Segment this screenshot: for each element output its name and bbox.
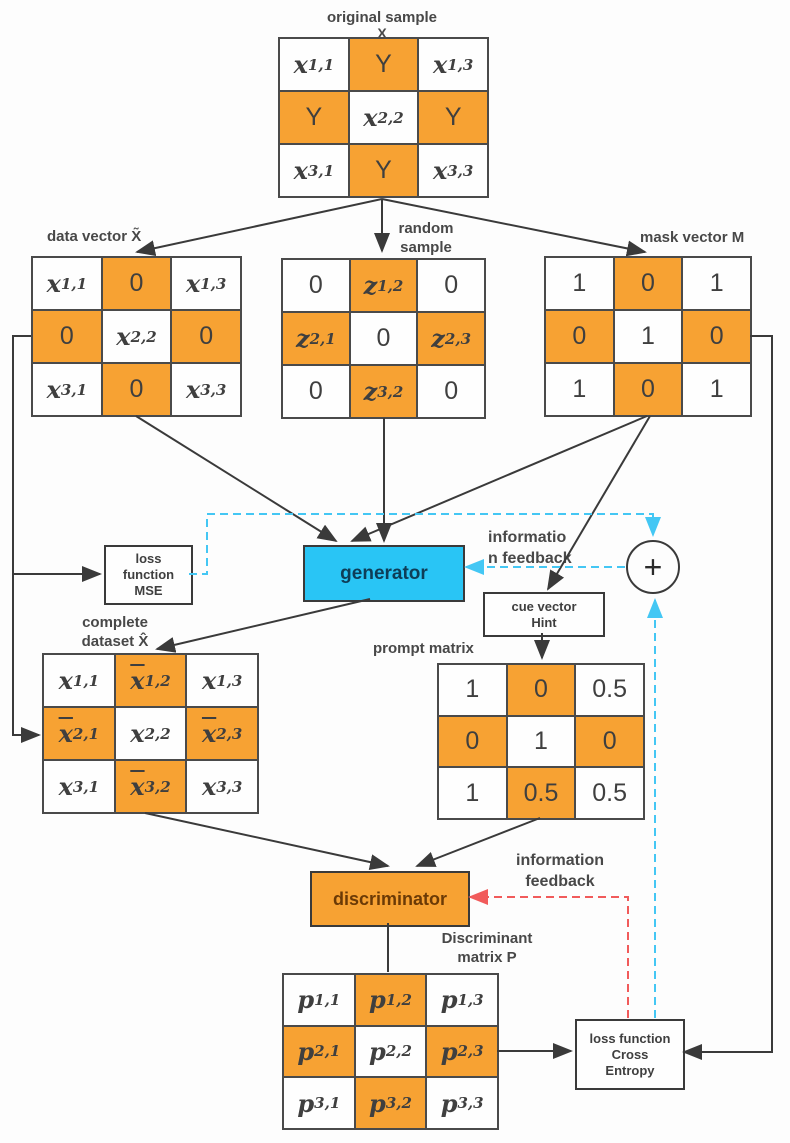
- matrix-cell: 0: [32, 310, 102, 363]
- matrix-cell: 0: [349, 312, 418, 365]
- matrix-cell: 1: [545, 363, 614, 416]
- matrix-cell: 0: [417, 365, 485, 418]
- matrix-cell: 0: [417, 259, 485, 312]
- cue-vector-hint-box: cue vector Hint: [483, 592, 605, 637]
- matrix-cell: 0: [682, 310, 751, 363]
- matrix-cell: 0.5: [575, 767, 644, 819]
- matrix-cell: 0: [613, 257, 683, 310]
- original-sample-label: original sample: [326, 9, 438, 26]
- matrix-cell: Y: [348, 144, 419, 197]
- matrix-cell: 0: [575, 715, 644, 768]
- complete-dataset-label: complete dataset X̂: [81, 614, 149, 650]
- matrix-cell: 0: [545, 310, 614, 363]
- arrow-original-to-data-vector: [135, 198, 383, 257]
- matrix-cell: 1: [438, 664, 507, 716]
- matrix-cell: 0: [506, 664, 576, 716]
- matrix-cell: 1: [682, 257, 751, 310]
- matrix-cell: Y: [348, 38, 419, 91]
- arrow-data-vector-to-generator: [135, 415, 338, 543]
- loss-function-cross-entropy-box: loss function Cross Entropy: [575, 1019, 685, 1090]
- matrix-cell: 0: [101, 257, 172, 310]
- matrix-cell: 0: [438, 715, 507, 768]
- matrix-cell: Y: [418, 91, 488, 144]
- discriminant-matrix-label: Discriminant matrix P: [441, 930, 533, 966]
- matrix-cell: 0: [171, 310, 241, 363]
- original-x-label: X: [377, 25, 387, 41]
- matrix-cell: 1: [506, 715, 576, 768]
- matrix-cell: 0: [282, 259, 350, 312]
- arrow-complete-dataset-to-discriminator: [144, 812, 390, 870]
- arrow-mask-vector-to-generator: [350, 415, 648, 542]
- matrix-cell: 1: [613, 310, 683, 363]
- matrix-cell: 0: [282, 365, 350, 418]
- matrix-cell: 0.5: [575, 664, 644, 716]
- plus-sum-node: +: [626, 540, 680, 594]
- discriminator-box: discriminator: [310, 871, 470, 927]
- loss-function-mse-box: loss function MSE: [104, 545, 193, 605]
- matrix-cell: 0: [613, 363, 683, 416]
- data-vector-label: data vector X̃: [47, 228, 142, 245]
- prompt-matrix-label: prompt matrix: [373, 640, 474, 657]
- info-feedback-discriminator-label: information feedback: [516, 852, 604, 890]
- matrix-cell: Y: [279, 91, 349, 144]
- line-mask-vector-to-cross-entropy: [682, 335, 773, 1060]
- matrix-cell: 0: [101, 363, 172, 416]
- matrix-cell: 1: [438, 767, 507, 819]
- info-feedback-generator-label: informatio n feedback: [488, 529, 572, 567]
- matrix-cell: 0.5: [506, 767, 576, 819]
- matrix-cell: 1: [682, 363, 751, 416]
- generator-box: generator: [303, 545, 465, 602]
- matrix-cell: 1: [545, 257, 614, 310]
- mask-vector-label: mask vector M: [640, 229, 745, 246]
- random-sample-label: random sample: [398, 220, 454, 256]
